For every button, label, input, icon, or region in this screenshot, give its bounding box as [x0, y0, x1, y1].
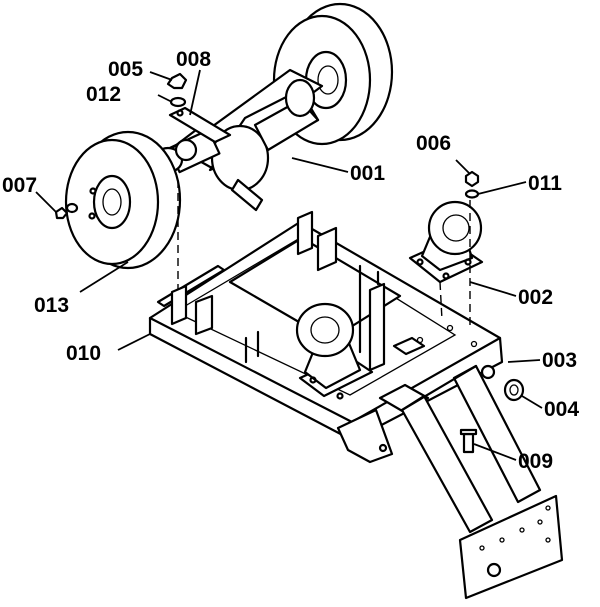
- bolt: [459, 428, 478, 454]
- tow-arm-hitch: [400, 364, 564, 600]
- callout-004: 004: [544, 398, 579, 421]
- frame-uprights: [170, 210, 426, 372]
- callout-006: 006: [416, 132, 451, 155]
- wheel-nut-washer: [54, 202, 79, 220]
- end-cap-plug: [503, 378, 525, 402]
- caster-assembly-line-2: [439, 281, 443, 321]
- callout-008: 008: [176, 48, 211, 71]
- caster-nut-washer: [464, 170, 480, 199]
- front-caster-mounted: [295, 302, 374, 400]
- callout-001: 001: [350, 162, 385, 185]
- callout-003: 003: [542, 349, 577, 372]
- callout-007: 007: [2, 174, 37, 197]
- callout-010: 010: [66, 342, 101, 365]
- bolt-and-bracket-hardware: [166, 72, 232, 144]
- callout-002: 002: [518, 286, 553, 309]
- callout-013: 013: [34, 294, 69, 317]
- callout-011: 011: [528, 172, 562, 195]
- callout-012: 012: [86, 83, 121, 106]
- callout-009: 009: [518, 450, 553, 473]
- callout-005: 005: [108, 58, 143, 81]
- callout-leaders: [35, 69, 543, 461]
- caster-assembly: [408, 200, 484, 284]
- drive-motor-assembly: [148, 68, 324, 212]
- rear-left-wheel: [64, 130, 182, 270]
